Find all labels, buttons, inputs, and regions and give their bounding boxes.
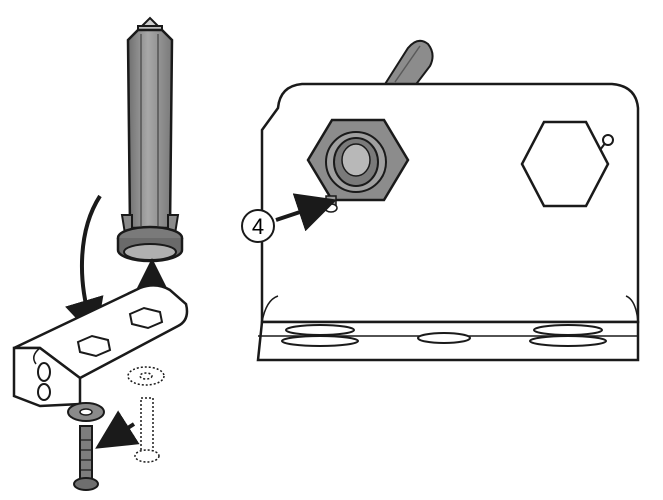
callout-number: 4	[252, 214, 264, 239]
hex-nut	[306, 118, 410, 213]
callout-4: 4	[241, 193, 337, 243]
hex-cutout	[128, 306, 164, 330]
screw-part	[73, 425, 99, 491]
hex-cutout	[76, 334, 112, 358]
washer-ghost	[127, 366, 165, 386]
hex-cutout	[520, 120, 614, 208]
insert-arrow	[65, 194, 104, 340]
shaft-part	[116, 16, 184, 263]
screw-ghost	[134, 397, 160, 463]
washer-part	[67, 402, 105, 422]
bracket-part	[12, 284, 189, 408]
remove-arrow	[95, 410, 140, 449]
